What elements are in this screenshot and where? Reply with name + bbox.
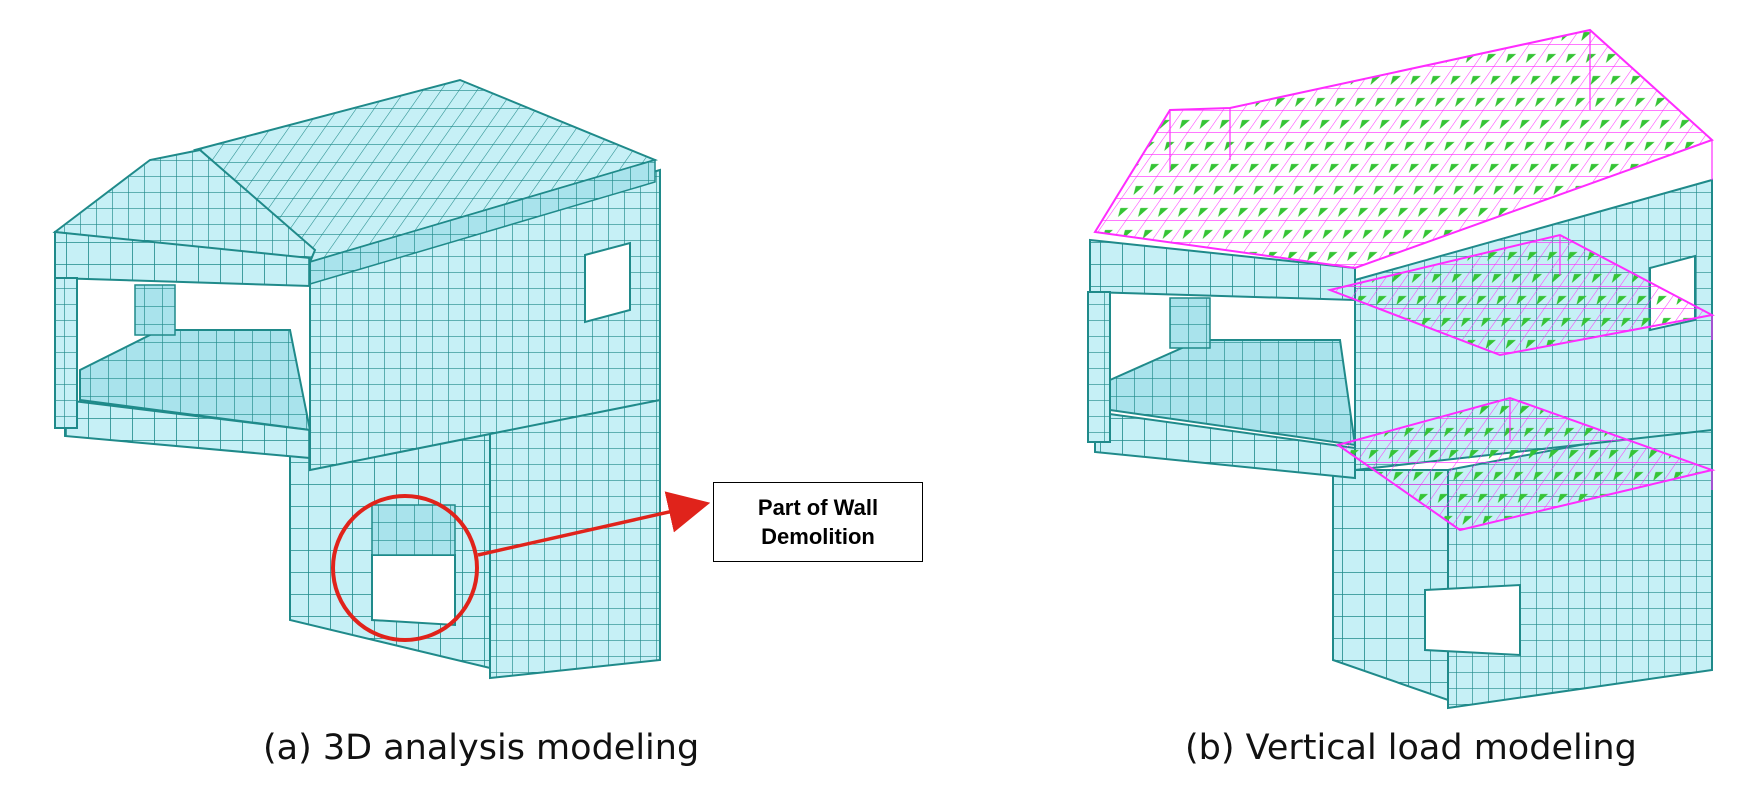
wall-opening	[371, 554, 456, 627]
portico-floor	[79, 329, 312, 432]
upper-window	[584, 241, 631, 324]
caption-b: (b) Vertical load modeling	[1185, 728, 1637, 768]
panel-a-model	[52, 78, 661, 680]
callout-line1: Part of Wall	[757, 495, 879, 520]
callout-box: Part of Wall Demolition	[713, 482, 923, 562]
arrow-right-icon	[477, 491, 711, 557]
demolition-highlight-circle	[331, 494, 479, 642]
callout-line2: Demolition	[761, 524, 875, 549]
panel-b-model	[1087, 28, 1716, 710]
portico-column	[54, 277, 78, 429]
portico-beam-top	[54, 230, 311, 288]
load-vertical-lines	[1169, 30, 1713, 490]
caption-a: (a) 3D analysis modeling	[263, 728, 700, 768]
